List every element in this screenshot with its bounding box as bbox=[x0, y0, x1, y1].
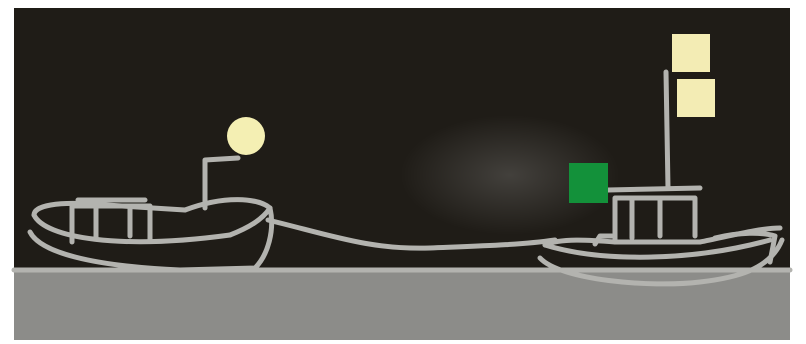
masthead-lower-light bbox=[677, 79, 715, 117]
masthead-round-light bbox=[227, 117, 265, 155]
tug-mast bbox=[666, 72, 668, 188]
water bbox=[14, 268, 790, 340]
starboard-side-light bbox=[569, 163, 608, 203]
masthead-top-light bbox=[672, 34, 710, 72]
